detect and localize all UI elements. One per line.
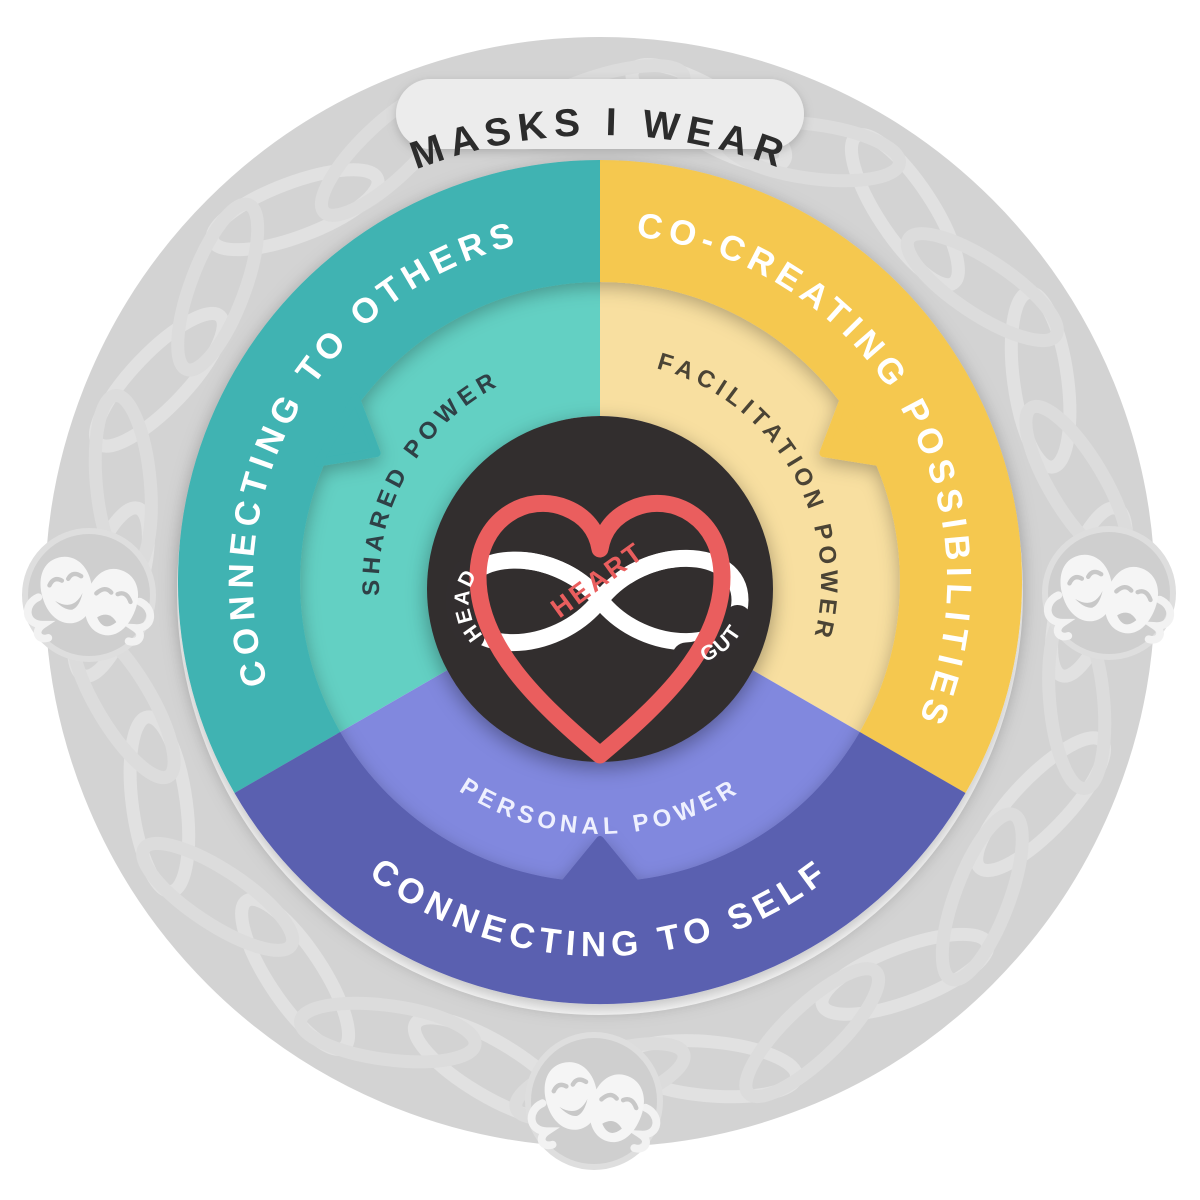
title-pill-background <box>396 79 804 149</box>
braid-strand <box>935 807 1029 987</box>
theater-masks-medallion-bottom <box>525 1032 663 1170</box>
segment-connecting-to-others <box>177 159 600 793</box>
braid-strand <box>739 962 885 1103</box>
head-heart-gut-logo: HEAD GUT HEART <box>445 495 752 764</box>
inner-power-ring <box>295 277 905 887</box>
segment-co-creating-possibilities <box>600 160 1023 793</box>
inner-sector-shared-power <box>295 277 600 734</box>
inner-sector-facilitation-power <box>600 278 905 734</box>
braid-strand <box>900 227 1064 348</box>
braid-strand <box>171 197 265 377</box>
heart-icon <box>469 495 731 764</box>
braid-strand <box>136 836 300 957</box>
theater-masks-medallion-right <box>1042 526 1176 660</box>
infinity-gap-left <box>445 559 485 650</box>
segment-connecting-to-self <box>234 732 966 1005</box>
segment-notch <box>819 393 886 467</box>
braid-strand <box>294 996 482 1069</box>
inner-sector-personal-power <box>336 665 864 887</box>
segment-notch <box>314 393 381 467</box>
outer-segment-ring <box>177 159 1023 1005</box>
theater-masks-medallion-left <box>22 528 156 662</box>
segment-notch <box>558 836 642 890</box>
